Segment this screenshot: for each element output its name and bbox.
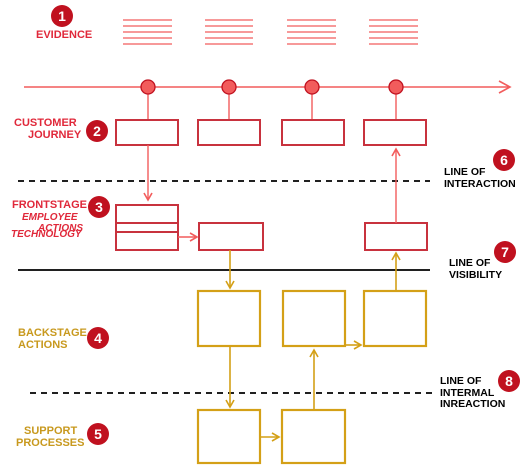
badge-6: 6 [493,149,515,171]
employee-actions-label-line-1: EMPLOYEE [22,212,78,223]
support-processes-label-line-1: SUPPORT [24,425,78,437]
support-box-2 [280,408,347,465]
badge-1: 1 [51,5,73,27]
customer-journey-label-line-2: JOURNEY [28,129,82,141]
technology-label: TECHNOLOGY [11,229,82,240]
employee-actions-label-line-2: ACTIONS [38,223,83,234]
line-of-interaction-label-line-2: INTERACTION [444,177,516,190]
line-of-internal-interaction-label-line-3: INREACTION [440,398,506,410]
backstage-actions-label-line-2: ACTIONS [18,339,68,351]
line-of-interaction-label-line-1: LINE OF [444,166,486,178]
touchpoint-dot-2 [221,79,237,95]
backstage-box-2 [281,289,347,348]
backstage-box-3 [362,289,428,348]
technology-box-3 [364,222,428,251]
customer-journey-label-line-1: CUSTOMER [14,117,77,129]
evidence-item-2 [205,19,253,45]
technology-box-1 [115,222,179,251]
evidence-label: EVIDENCE [36,29,93,41]
line-of-internal-interaction-label-line-2: INTERMAL [440,386,495,399]
line-of-internal-interaction-label-line-1: LINE OF [440,375,482,387]
backstage-actions-label-line-1: BACKSTAGE [18,327,87,339]
line-of-visibility-label: LINE OF VISIBILITY [449,257,503,281]
line-of-internal-interaction-label: LINE OF INTERMAL INREACTION [440,375,506,411]
frontstage-label: FRONTSTAGE [12,199,87,211]
support-box-1 [196,408,262,465]
employee-actions-label: EMPLOYEE ACTIONS [22,212,83,234]
touchpoint-stems [147,87,397,120]
customer-journey-box-4 [363,119,427,146]
customer-journey-box-2 [197,119,261,146]
touchpoint-dot-1 [140,79,156,95]
line-of-visibility-label-line-1: LINE OF [449,257,491,269]
line-of-visibility-label-line-2: VISIBILITY [449,268,503,281]
badge-4: 4 [87,327,109,349]
technology-box-2 [198,222,264,251]
touchpoint-dot-3 [304,79,320,95]
badge-8: 8 [498,370,520,392]
line-of-interaction-label: LINE OF INTERACTION [444,166,516,190]
badge-7: 7 [494,241,516,263]
evidence-item-1 [123,19,172,45]
badge-3: 3 [88,196,110,218]
backstage-actions-label: BACKSTAGE ACTIONS [18,327,87,351]
support-processes-label: SUPPORT PROCESSES [16,425,84,449]
badge-5: 5 [87,423,109,445]
badge-2: 2 [86,120,108,142]
support-processes-label-line-2: PROCESSES [16,437,85,449]
backstage-box-1 [196,289,262,348]
customer-journey-box-3 [281,119,345,146]
customer-journey-label: CUSTOMER JOURNEY [14,117,81,141]
evidence-item-3 [287,19,336,45]
employee-action-box [115,204,179,233]
evidence-item-4 [369,19,418,45]
touchpoint-dot-4 [388,79,404,95]
customer-journey-box-1 [115,119,179,146]
